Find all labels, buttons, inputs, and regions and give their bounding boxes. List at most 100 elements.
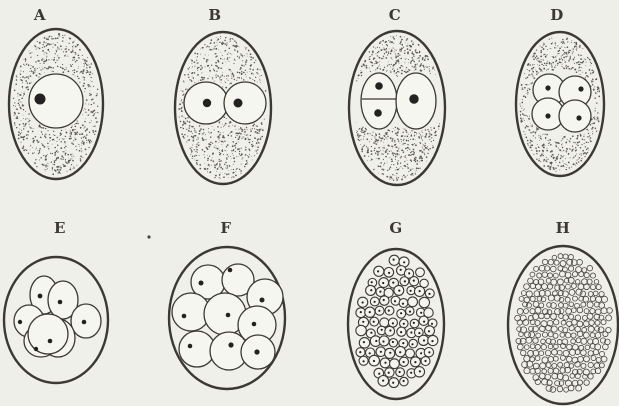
stipple-dot — [249, 68, 251, 70]
stipple-dot — [84, 66, 85, 67]
stipple-dot — [384, 47, 385, 48]
stipple-dot — [391, 164, 392, 165]
stipple-dot — [76, 131, 78, 133]
stipple-dot — [375, 140, 377, 142]
stipple-dot — [566, 167, 567, 168]
stipple-dot — [543, 144, 545, 146]
stipple-dot — [250, 71, 251, 72]
stipple-dot — [413, 149, 415, 151]
stipple-dot — [45, 164, 47, 166]
stipple-dot — [397, 139, 398, 140]
stipple-dot — [377, 52, 378, 53]
stipple-dot — [386, 149, 387, 150]
stipple-dot — [555, 141, 556, 142]
stipple-dot — [41, 143, 42, 144]
stipple-dot — [426, 136, 427, 137]
stipple-dot — [521, 108, 522, 109]
stipple-dot — [372, 65, 374, 67]
stipple-dot — [187, 136, 188, 137]
stipple-dot — [74, 129, 75, 130]
stipple-dot — [225, 62, 226, 63]
stipple-dot — [71, 142, 72, 143]
stipple-dot — [247, 72, 248, 73]
stipple-dot — [202, 138, 203, 139]
stipple-dot — [574, 42, 575, 43]
stipple-dot — [564, 52, 565, 53]
stipple-dot — [391, 176, 392, 177]
stipple-dot — [370, 61, 371, 62]
stipple-dot — [54, 140, 55, 141]
blastomere-g — [390, 359, 400, 369]
stipple-dot — [44, 67, 45, 68]
stipple-dot — [590, 141, 592, 143]
stipple-dot — [202, 149, 204, 151]
nucleus-f5 — [226, 313, 231, 318]
stipple-dot — [435, 74, 436, 75]
stipple-dot — [217, 42, 218, 43]
stipple-dot — [14, 125, 15, 126]
stipple-dot — [60, 169, 62, 171]
stipple-dot — [555, 142, 557, 144]
stipple-dot — [558, 148, 559, 149]
stipple-dot — [196, 155, 197, 156]
stipple-dot — [207, 155, 208, 156]
stipple-dot — [360, 131, 361, 132]
stipple-dot — [383, 174, 384, 175]
stipple-dot — [248, 139, 249, 140]
stipple-dot — [383, 138, 384, 139]
stipple-dot — [94, 134, 95, 135]
stipple-dot — [227, 135, 229, 137]
nucleus-g — [400, 312, 402, 314]
stipple-dot — [580, 135, 582, 137]
stipple-dot — [182, 91, 183, 92]
stipple-dot — [75, 126, 77, 128]
stipple-dot — [553, 56, 554, 57]
stipple-dot — [367, 139, 368, 140]
nucleus-e5 — [48, 339, 53, 344]
stipple-dot — [14, 113, 16, 115]
stipple-dot — [397, 71, 399, 73]
stipple-dot — [568, 68, 570, 70]
stipple-dot — [65, 51, 67, 53]
stipple-dot — [196, 164, 197, 165]
stipple-dot — [530, 145, 531, 146]
nucleus-g — [373, 360, 375, 362]
stipple-dot — [529, 64, 531, 66]
stipple-dot — [70, 158, 71, 159]
stipple-dot — [557, 63, 559, 65]
stipple-dot — [40, 74, 41, 75]
stipple-dot — [588, 130, 589, 131]
stipple-dot — [430, 73, 431, 74]
stipple-dot — [403, 129, 404, 130]
stipple-dot — [198, 142, 199, 143]
stipple-dot — [399, 168, 400, 169]
stipple-dot — [393, 146, 394, 147]
nucleus-g — [413, 280, 415, 282]
stipple-dot — [93, 114, 94, 115]
stipple-dot — [575, 147, 576, 148]
stipple-dot — [245, 149, 247, 151]
stipple-dot — [386, 44, 387, 45]
stipple-dot — [83, 85, 85, 87]
stipple-dot — [567, 165, 568, 166]
stipple-dot — [429, 135, 430, 136]
stipple-dot — [71, 127, 72, 128]
stipple-dot — [78, 57, 80, 59]
stipple-dot — [223, 126, 224, 127]
stipple-dot — [43, 127, 45, 129]
stipple-dot — [581, 62, 583, 64]
stipple-dot — [49, 134, 50, 135]
stipple-dot — [30, 127, 32, 129]
stipple-dot — [50, 153, 51, 154]
stipple-dot — [584, 152, 585, 153]
stipple-dot — [72, 130, 74, 132]
stipple-dot — [82, 142, 83, 143]
stipple-dot — [228, 177, 229, 178]
stipple-dot — [384, 49, 385, 50]
stipple-dot — [551, 150, 552, 151]
stipple-dot — [194, 52, 196, 54]
stipple-dot — [411, 144, 412, 145]
stipple-dot — [212, 126, 213, 127]
stipple-dot — [29, 124, 30, 125]
stipple-dot — [407, 45, 408, 46]
